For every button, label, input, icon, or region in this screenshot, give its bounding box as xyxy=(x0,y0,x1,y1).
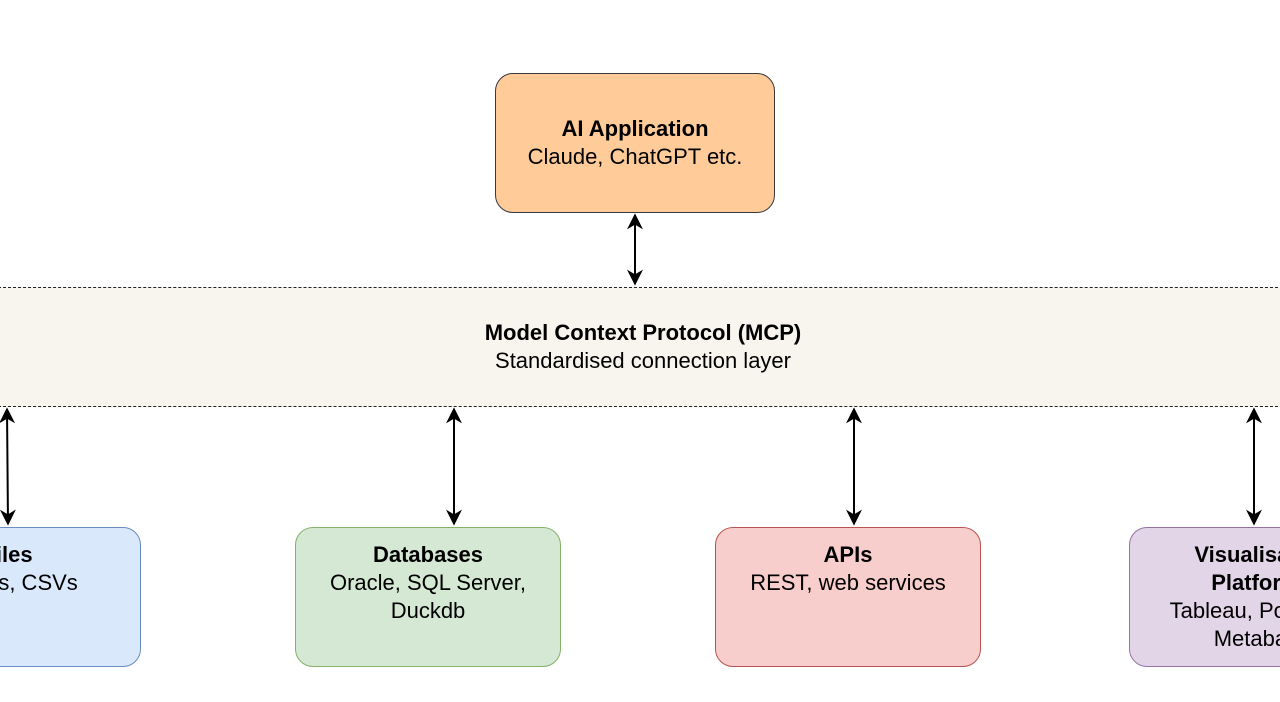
apis-title: APIs xyxy=(823,542,873,567)
apis-examples: REST, web services xyxy=(750,570,946,595)
files-title: Files xyxy=(0,542,33,567)
mcp-layer-subtitle: Standardised connection layer xyxy=(495,348,791,373)
databases-examples-line1: Oracle, SQL Server, xyxy=(329,570,527,595)
databases-examples-line2: Duckdb xyxy=(390,598,466,623)
visualisation-platforms-node: Visualisation Platforms Tableau, Power B… xyxy=(1129,527,1280,667)
ai-application-node: AI Application Claude, ChatGPT etc. xyxy=(495,73,775,213)
viz-examples-line2: Metabase xyxy=(1213,626,1280,651)
viz-title-line2: Platforms xyxy=(1211,570,1280,595)
viz-title-line1: Visualisation xyxy=(1194,542,1280,567)
databases-title: Databases xyxy=(372,542,484,567)
databases-node: Databases Oracle, SQL Server, Duckdb xyxy=(295,527,561,667)
mcp-layer-title: Model Context Protocol (MCP) xyxy=(484,320,802,345)
apis-node: APIs REST, web services xyxy=(715,527,981,667)
files-examples: Images, CSVs xyxy=(0,570,78,595)
ai-application-title: AI Application xyxy=(561,116,709,141)
files-node: Files Images, CSVs xyxy=(0,527,141,667)
ai-application-examples: Claude, ChatGPT etc. xyxy=(527,144,743,169)
mcp-files-connector xyxy=(0,407,16,526)
mcp-layer: Model Context Protocol (MCP) Standardise… xyxy=(0,287,1280,407)
viz-examples-line1: Tableau, Power BI, xyxy=(1169,598,1280,623)
